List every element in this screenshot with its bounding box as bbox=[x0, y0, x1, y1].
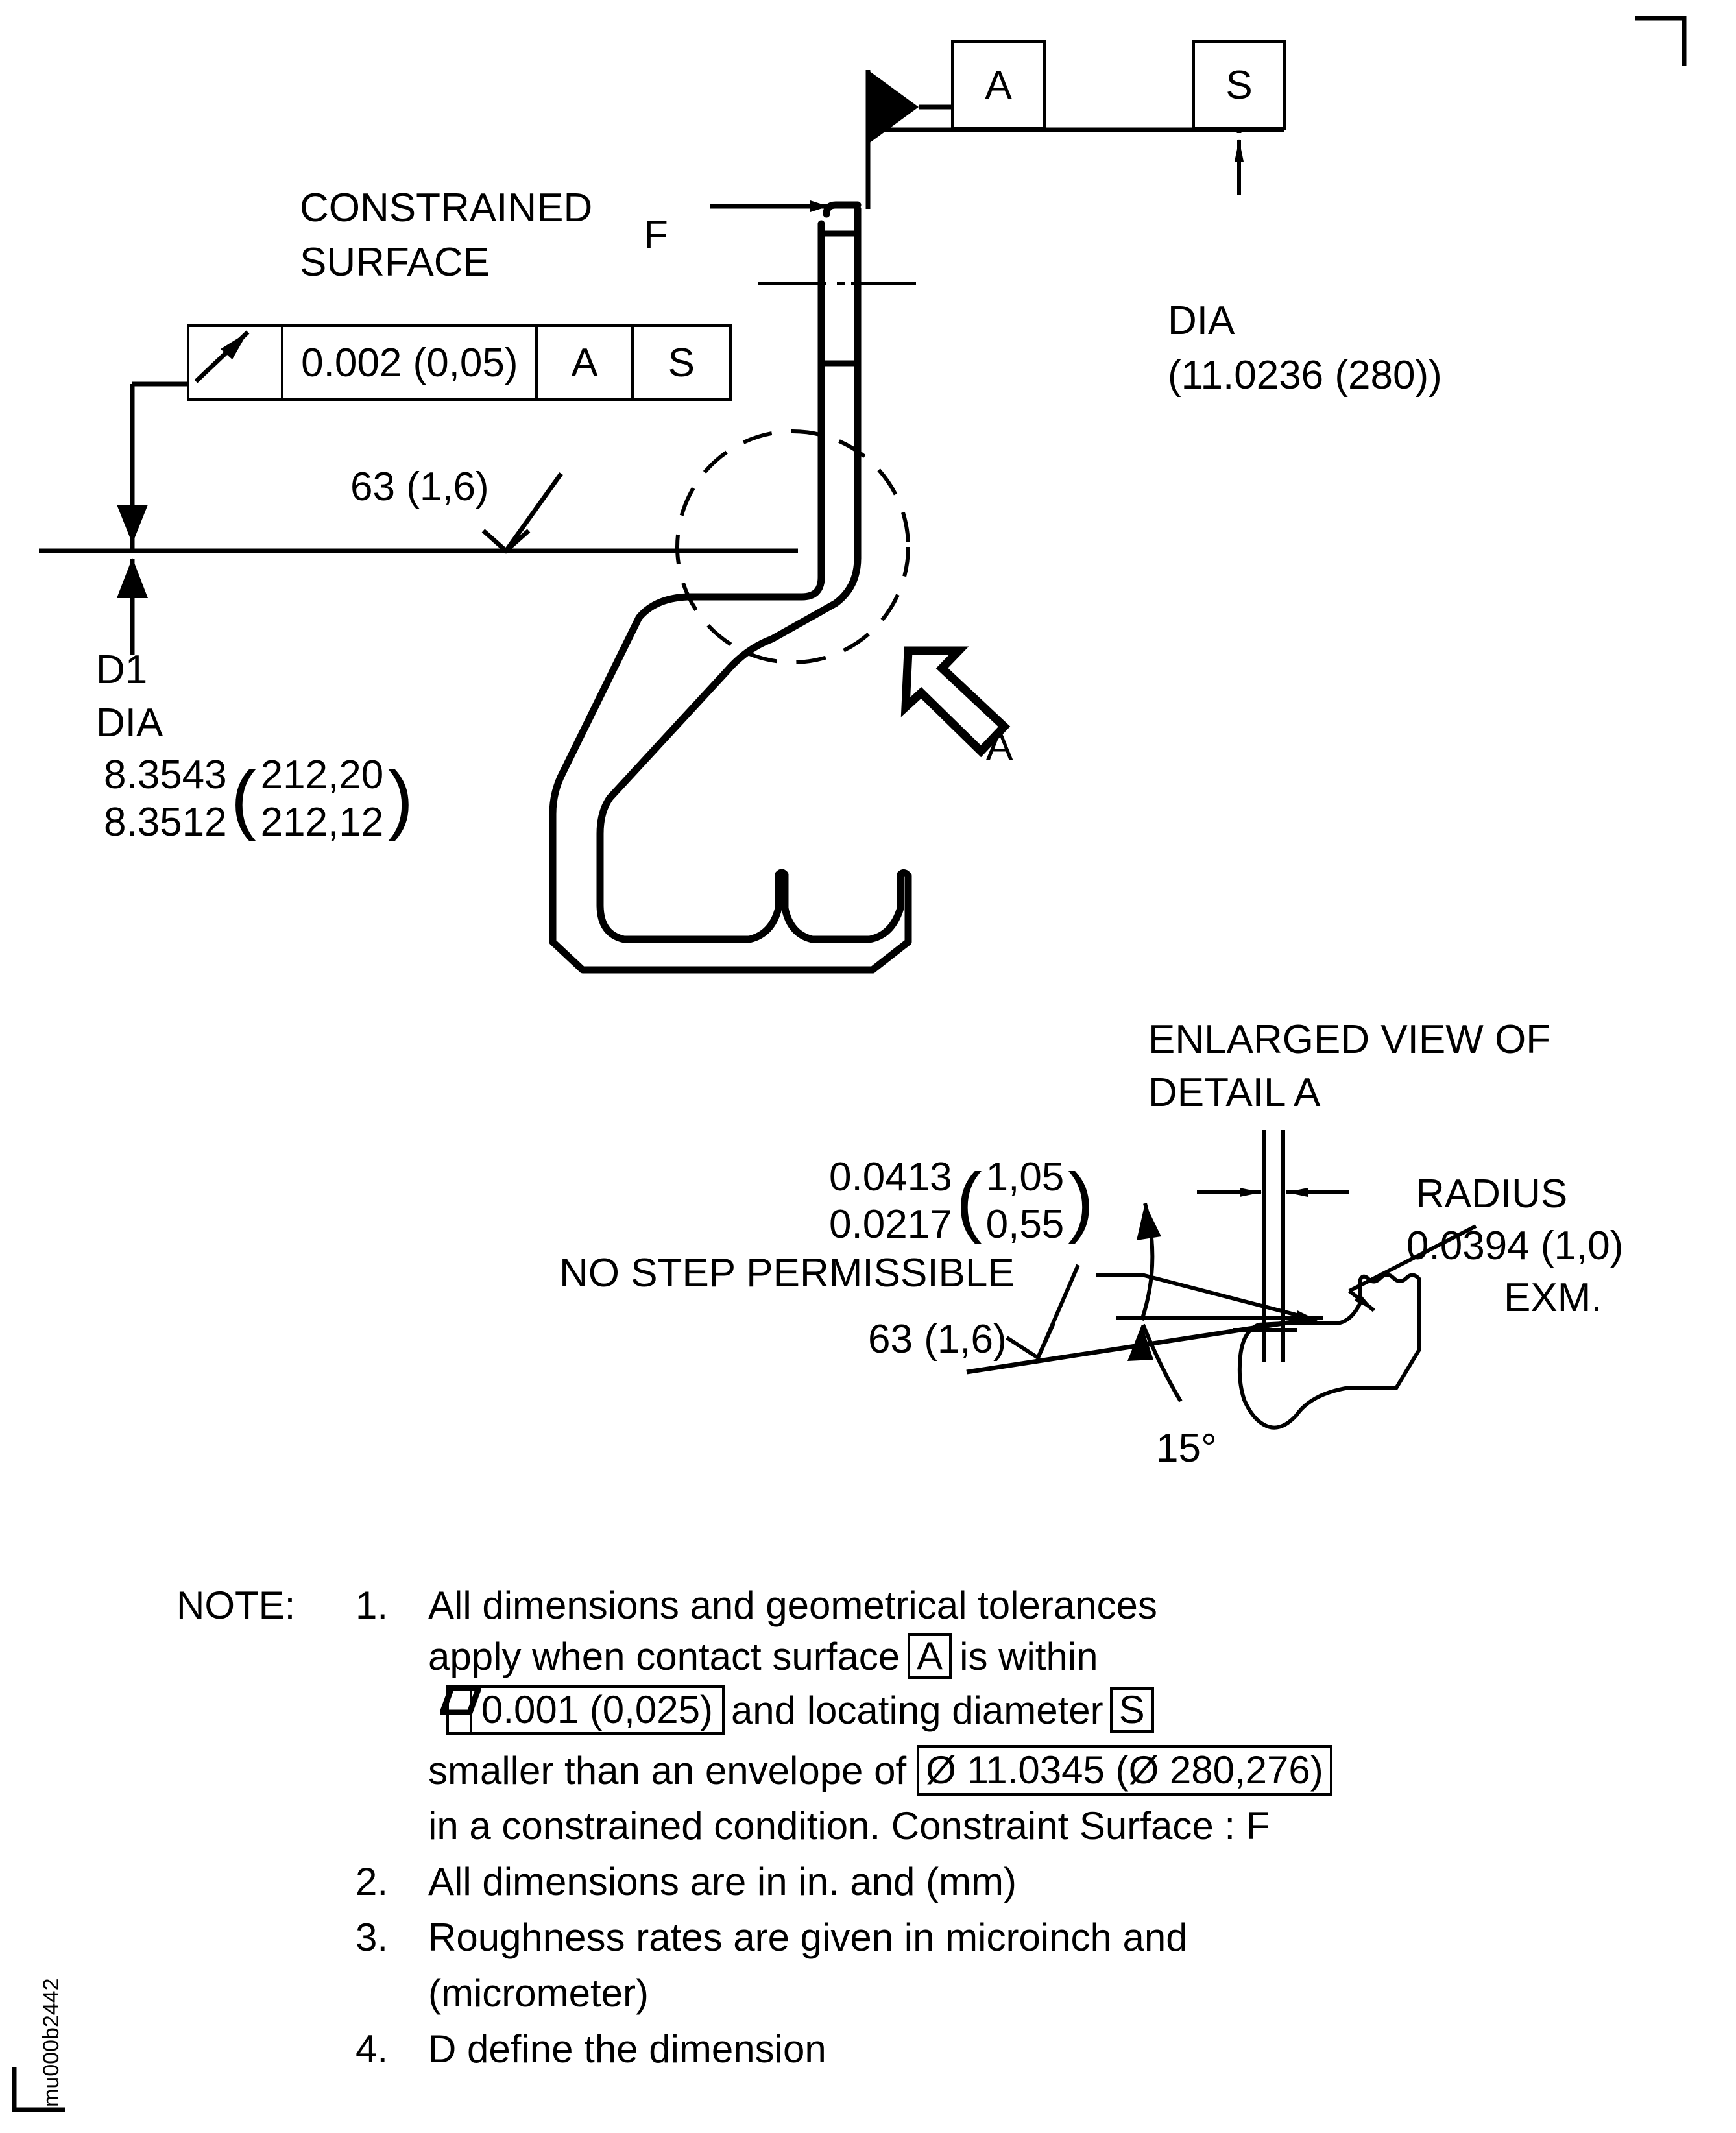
no-step-leader bbox=[1096, 1273, 1318, 1322]
total-runout-arrow-icon bbox=[189, 327, 284, 398]
angle-value-label: 15° bbox=[1156, 1426, 1217, 1471]
detail-circle-A bbox=[675, 429, 910, 664]
note-1-line-4-pre: smaller than an envelope of bbox=[428, 1748, 907, 1792]
no-step-permissible-label: NO STEP PERMISSIBLE bbox=[559, 1251, 1015, 1295]
detail-part-body bbox=[1237, 1273, 1421, 1430]
drawing-id-label: mu000b2442 bbox=[39, 1978, 64, 2107]
datum-feature-symbol-A bbox=[865, 70, 951, 209]
note-2-number: 2. bbox=[356, 1860, 389, 1903]
detail-thickness-stack: 0.0413 0.0217 ( 1,05 0,55 ) bbox=[829, 1153, 1098, 1248]
radius-label: RADIUS bbox=[1416, 1172, 1568, 1216]
note-1-line-3: 0.001 (0,025) and locating diameter S bbox=[440, 1685, 1161, 1735]
detail-thickness-mm-upper: 1,05 bbox=[985, 1155, 1065, 1199]
note-datum-box-a: A bbox=[908, 1633, 952, 1679]
note-4-line-1: D define the dimension bbox=[428, 2027, 826, 2071]
datum-box-s: S bbox=[1192, 40, 1286, 130]
detail-thickness-mm: 1,05 0,55 bbox=[986, 1153, 1065, 1248]
note-1-line-4: smaller than an envelope of Ø 11.0345 (Ø… bbox=[428, 1745, 1343, 1796]
note-fcf-value: 0.001 (0,025) bbox=[481, 1688, 713, 1731]
note-datum-box-s: S bbox=[1109, 1687, 1154, 1733]
detail-thickness-mm-lower: 0,55 bbox=[985, 1202, 1065, 1247]
flatness-parallelogram-icon bbox=[440, 1685, 481, 1732]
d1-mm-lower: 212,12 bbox=[260, 800, 384, 845]
detail-paren-open: ( bbox=[956, 1157, 982, 1245]
note-1-line-2: apply when contact surface A is within bbox=[428, 1633, 1098, 1679]
detail-view-arrow-A bbox=[900, 646, 1011, 758]
note-3-number: 3. bbox=[356, 1916, 389, 1959]
surface-f-label: F bbox=[644, 213, 668, 258]
note-3-line-2: (micrometer) bbox=[428, 1971, 649, 2015]
note-3-line-1: Roughness rates are given in microinch a… bbox=[428, 1916, 1188, 1959]
d1-inch-lower: 8.3512 bbox=[104, 800, 227, 845]
radius-leader bbox=[1348, 1224, 1477, 1312]
detail-thickness-inch: 0.0413 0.0217 bbox=[829, 1153, 952, 1248]
constrained-surface-label-line1: CONSTRAINED bbox=[300, 186, 593, 230]
note-1-number: 1. bbox=[356, 1584, 389, 1627]
roughness-value-detail: 63 (1,6) bbox=[868, 1317, 1007, 1362]
fcf-datum-2: S bbox=[668, 340, 695, 385]
paren-open: ( bbox=[230, 755, 257, 843]
note-envelope-box: Ø 11.0345 (Ø 280,276) bbox=[917, 1745, 1332, 1796]
d1-inch-upper: 8.3543 bbox=[104, 753, 227, 797]
note-1-line-1: All dimensions and geometrical tolerance… bbox=[428, 1584, 1157, 1627]
note-heading: NOTE: bbox=[176, 1584, 296, 1627]
datum-box-a: A bbox=[951, 40, 1046, 130]
dia-value: (11.0236 (280)) bbox=[1168, 353, 1442, 398]
note-1-line-2-pre: apply when contact surface bbox=[428, 1634, 900, 1678]
d1-tolerance-stack: 8.3543 8.3512 ( 212,20 212,12 ) bbox=[104, 751, 417, 846]
note-1-line-3-post: and locating diameter bbox=[730, 1688, 1103, 1732]
fcf-leader-line bbox=[130, 381, 187, 550]
part-profile-outline bbox=[549, 201, 912, 974]
note-1-line-5: in a constrained condition. Constraint S… bbox=[428, 1804, 1270, 1848]
d1-dimension-arrows bbox=[117, 505, 148, 655]
detail-thickness-inch-lower: 0.0217 bbox=[829, 1202, 952, 1247]
angle-reference-line bbox=[966, 1316, 1318, 1375]
note-feature-control-frame: 0.001 (0,025) bbox=[440, 1685, 725, 1735]
fcf-datum-1: A bbox=[538, 327, 634, 398]
fcf-tolerance-value: 0.002 (0,05) bbox=[283, 327, 538, 398]
detail-title-line1: ENLARGED VIEW OF bbox=[1148, 1017, 1551, 1062]
dia-label: DIA bbox=[1168, 298, 1235, 343]
d1-label: D1 bbox=[96, 647, 148, 692]
datum-box-s-label: S bbox=[1225, 62, 1253, 108]
runout-arrow-glyph bbox=[194, 330, 250, 383]
parallelogram-glyph bbox=[440, 1685, 481, 1715]
feature-control-frame-main: 0.002 (0,05) A S bbox=[187, 324, 732, 401]
d1-mm-values: 212,20 212,12 bbox=[261, 751, 384, 846]
page-id-bracket bbox=[12, 2067, 65, 2112]
surface-roughness-symbol-detail bbox=[1006, 1264, 1080, 1361]
angle-dimension-15deg bbox=[1127, 1203, 1183, 1403]
paren-close: ) bbox=[387, 755, 414, 843]
roughness-value-main: 63 (1,6) bbox=[350, 464, 489, 509]
note-2-line-1: All dimensions are in in. and (mm) bbox=[428, 1860, 1017, 1903]
d1-mm-upper: 212,20 bbox=[260, 753, 384, 797]
constrained-surface-label-line2: SURFACE bbox=[300, 240, 490, 285]
corner-registration-mark bbox=[1635, 16, 1687, 66]
surface-roughness-symbol-main bbox=[481, 472, 563, 554]
detail-paren-close: ) bbox=[1068, 1157, 1094, 1245]
radius-value: 0.0394 (1,0) bbox=[1406, 1223, 1624, 1268]
radius-exm-label: EXM. bbox=[1504, 1275, 1602, 1320]
detail-arrow-label: A bbox=[986, 724, 1013, 769]
detail-title-line2: DETAIL A bbox=[1148, 1070, 1321, 1115]
detail-thickness-inch-upper: 0.0413 bbox=[829, 1155, 952, 1199]
d1-dia-label: DIA bbox=[96, 701, 163, 745]
note-1-line-2-post: is within bbox=[959, 1634, 1098, 1678]
note-4-number: 4. bbox=[356, 2027, 389, 2071]
d1-inch-values: 8.3543 8.3512 bbox=[104, 751, 227, 846]
datum-box-a-label: A bbox=[985, 62, 1012, 108]
